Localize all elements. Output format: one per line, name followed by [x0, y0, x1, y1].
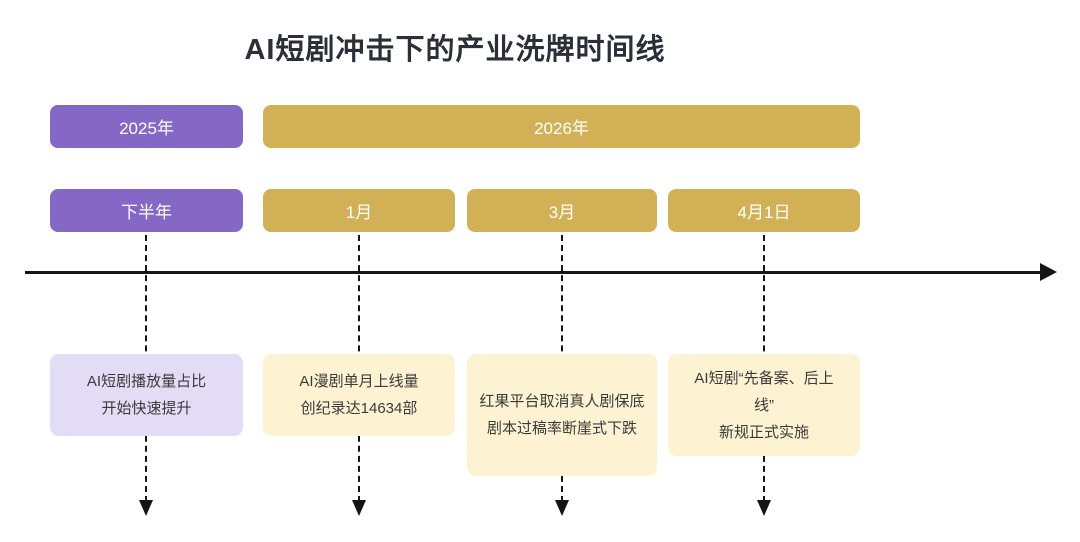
year-bar-2026-label: 2026年 [534, 119, 589, 138]
down-arrow-icon-4 [757, 500, 771, 516]
period-bar-apr1-label: 4月1日 [737, 203, 791, 222]
period-bar-mar: 3月 [467, 189, 657, 232]
event-card-hongguo-line1: 红果平台取消真人剧保底 [479, 393, 645, 410]
event-card-playshare-line2: 开始快速提升 [101, 400, 192, 417]
page-title: AI短剧冲击下的产业洗牌时间线 [244, 34, 666, 66]
down-arrow-icon-2 [352, 500, 366, 516]
period-bar-apr1: 4月1日 [668, 189, 860, 232]
event-card-regulation-line2: 线” [754, 396, 774, 414]
event-card-record-line1: AI漫剧单月上线量 [299, 373, 419, 390]
event-card-playshare-line1: AI短剧播放量占比 [86, 373, 207, 390]
period-bar-h2-2025: 下半年 [50, 189, 243, 232]
period-bar-jan: 1月 [263, 189, 455, 232]
event-card-hongguo-line2: 剧本过稿率断崖式下跌 [486, 420, 637, 437]
period-bar-jan-label: 1月 [345, 203, 373, 222]
year-bar-2026: 2026年 [263, 105, 860, 148]
period-bar-mar-label: 3月 [548, 203, 576, 222]
event-card-regulation: AI短剧“先备案、后上 线” 新规正式实施 [668, 354, 860, 456]
period-bar-h2-2025-label: 下半年 [121, 203, 172, 222]
event-card-regulation-line1: AI短剧“先备案、后上 [694, 369, 834, 387]
timeline-axis-arrow-icon [1040, 263, 1057, 281]
year-bar-2025: 2025年 [50, 105, 243, 148]
event-card-hongguo: 红果平台取消真人剧保底 剧本过稿率断崖式下跌 [467, 354, 657, 476]
event-card-regulation-line3: 新规正式实施 [718, 423, 809, 441]
event-card-record-line2: 创纪录达14634部 [300, 400, 418, 417]
event-card-playshare: AI短剧播放量占比 开始快速提升 [50, 354, 243, 436]
timeline-axis-line [25, 271, 1043, 274]
event-card-record: AI漫剧单月上线量 创纪录达14634部 [263, 354, 455, 436]
down-arrow-icon-3 [555, 500, 569, 516]
down-arrow-icon-1 [139, 500, 153, 516]
year-bar-2025-label: 2025年 [119, 119, 174, 138]
